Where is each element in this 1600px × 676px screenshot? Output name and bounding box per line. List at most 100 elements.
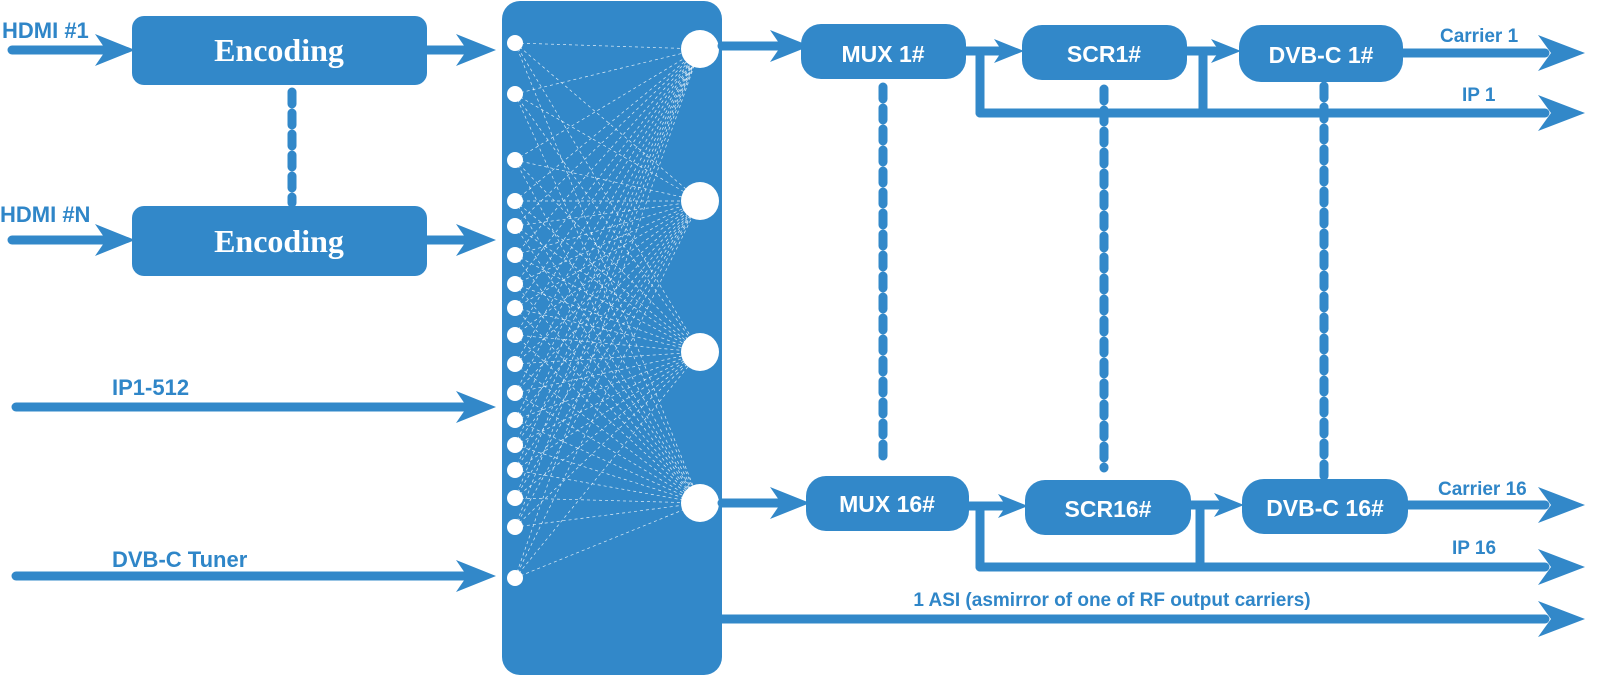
- mesh-line: [514, 497, 701, 504]
- mesh-line: [514, 200, 701, 227]
- matrix-input-port: [507, 35, 523, 51]
- mesh-line: [514, 93, 701, 353]
- mesh-line: [514, 200, 701, 504]
- dvbc-1-label: DVB-C 1#: [1269, 42, 1374, 68]
- label-hdmin: HDMI #N: [0, 202, 90, 227]
- matrix-output-arrow-bottom: [717, 487, 810, 519]
- dvbc-16-label: DVB-C 16#: [1266, 495, 1384, 521]
- mesh-line: [514, 502, 701, 528]
- mux-1-label: MUX 1#: [841, 41, 924, 67]
- asi-arrowhead: [1538, 601, 1585, 637]
- scr-16-label: SCR16#: [1065, 496, 1152, 522]
- matrix-input-port: [507, 193, 523, 209]
- mesh-line: [514, 351, 701, 421]
- mesh-line: [514, 200, 701, 256]
- mesh-line: [514, 225, 701, 353]
- input-arrow-tuner: [11, 560, 496, 592]
- asi-label: 1 ASI (asmirror of one of RF output carr…: [913, 590, 1310, 611]
- matrix-input-port: [507, 300, 523, 316]
- matrix-output-port: [681, 182, 719, 220]
- mesh-line: [514, 48, 701, 95]
- mesh-line: [514, 200, 701, 353]
- mesh-line: [514, 48, 701, 336]
- matrix-input-port: [507, 490, 523, 506]
- mux-1-box: [801, 24, 966, 79]
- input-arrow-hdmin: [7, 224, 135, 256]
- encoding-label-1: Encoding: [214, 32, 344, 68]
- matrix-output-ports: [681, 30, 719, 522]
- mesh-line: [514, 351, 701, 394]
- mesh-line: [514, 48, 701, 394]
- mesh-line: [514, 159, 701, 504]
- mesh-line: [514, 307, 701, 353]
- mesh-line: [514, 48, 701, 499]
- mesh-line: [514, 48, 701, 446]
- matrix-input-port: [507, 356, 523, 372]
- mesh-line: [514, 419, 701, 504]
- mesh-line: [514, 363, 701, 504]
- mesh-line: [514, 48, 701, 528]
- ip-16-arrowhead: [1538, 549, 1585, 585]
- mesh-line: [514, 225, 701, 504]
- carrier-16-label: Carrier 16: [1438, 479, 1527, 500]
- encoder-output-arrow-n: [422, 224, 496, 256]
- mesh-line: [514, 351, 701, 528]
- mesh-line: [514, 159, 701, 202]
- encoder-output-arrow-1: [422, 34, 496, 66]
- matrix-input-port: [507, 385, 523, 401]
- scr-16-box: [1025, 480, 1191, 535]
- mux-16-box: [806, 476, 969, 531]
- mesh-line: [514, 48, 701, 256]
- mesh-line: [514, 93, 701, 504]
- mesh-line: [514, 283, 701, 353]
- matrix-output-port: [681, 333, 719, 371]
- mesh-line: [514, 200, 701, 336]
- ip-16-label: IP 16: [1452, 538, 1496, 559]
- carrier-16-arrowhead: [1538, 487, 1585, 523]
- mesh-line: [514, 200, 701, 365]
- label-tuner: DVB-C Tuner: [112, 547, 248, 572]
- mesh-line: [514, 42, 701, 50]
- mesh-line: [514, 159, 701, 353]
- matrix-input-port: [507, 86, 523, 102]
- dvbc-16-box: [1242, 479, 1408, 534]
- mesh-line: [514, 444, 701, 504]
- matrix-mesh-lines: [514, 42, 701, 579]
- mesh-line: [514, 42, 701, 504]
- matrix-input-port: [507, 519, 523, 535]
- matrix-input-port: [507, 462, 523, 478]
- mesh-line: [514, 200, 701, 499]
- mesh-line: [514, 254, 701, 353]
- mesh-line: [514, 307, 701, 504]
- mesh-line: [514, 48, 701, 309]
- mesh-line: [514, 351, 701, 365]
- carrier-1-arrowhead: [1538, 35, 1585, 71]
- mesh-line: [514, 334, 701, 353]
- matrix-input-port: [507, 152, 523, 168]
- mesh-line: [514, 200, 701, 394]
- dvbc-1-box: [1239, 25, 1403, 82]
- input-arrow-ip: [11, 391, 496, 423]
- label-ip: IP1-512: [112, 375, 189, 400]
- mesh-line: [514, 48, 701, 365]
- carrier-1-label: Carrier 1: [1440, 26, 1519, 47]
- encoding-box-n: Encoding: [132, 206, 427, 276]
- input-arrow-hdmi1: [7, 34, 135, 66]
- mesh-line: [514, 351, 701, 471]
- encoding-box-1: Encoding: [132, 16, 427, 85]
- mesh-line: [514, 42, 701, 202]
- matrix-input-port: [507, 570, 523, 586]
- matrix-input-port: [507, 218, 523, 234]
- scr-1-box: [1022, 25, 1187, 80]
- matrix-input-port: [507, 276, 523, 292]
- matrix-output-port: [681, 30, 719, 68]
- ip-1-arrowhead: [1538, 95, 1585, 131]
- mesh-line: [514, 48, 701, 227]
- encoding-label-n: Encoding: [214, 223, 344, 259]
- label-hdmi1: HDMI #1: [2, 18, 89, 43]
- matrix-output-port: [681, 484, 719, 522]
- mesh-line: [514, 351, 701, 446]
- ip-1-label: IP 1: [1462, 85, 1496, 106]
- mesh-line: [514, 42, 701, 353]
